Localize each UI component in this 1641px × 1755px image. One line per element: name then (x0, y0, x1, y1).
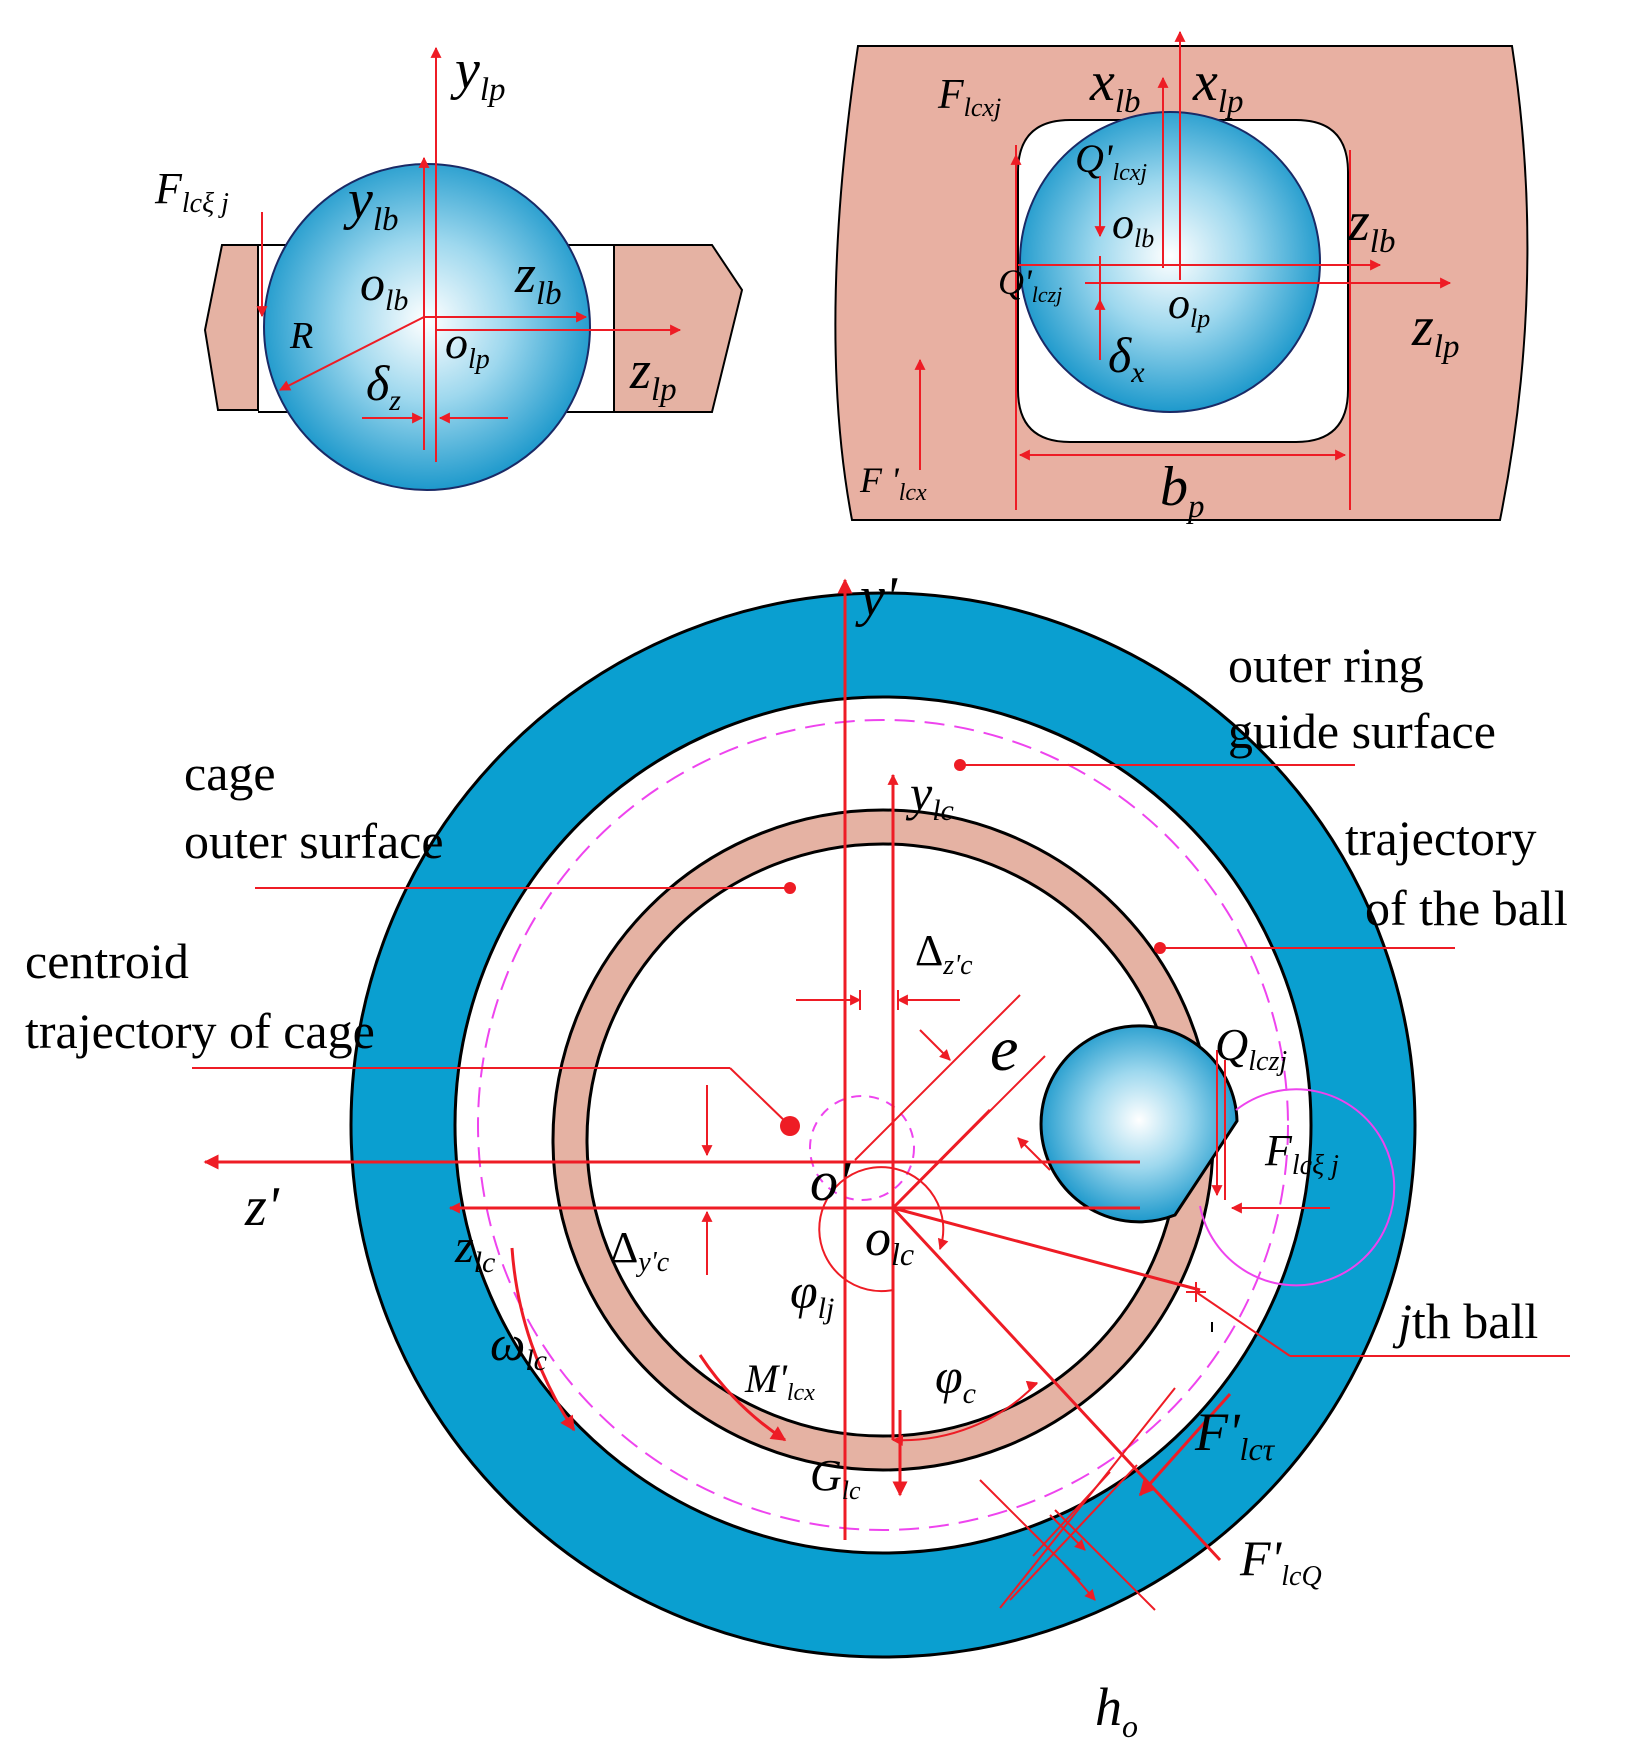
panel-ball-in-pocket-top-view: xlb xlp Flcxj Q'lcxj olb zlb Q'lczj olp … (834, 30, 1529, 525)
label-o-prime: o' (810, 1151, 851, 1213)
label-r: R (289, 315, 313, 357)
centroid-trajectory-circle (809, 1095, 915, 1201)
label-cage-outer-surface-1: cage (184, 745, 276, 801)
label-y-lp: ylp (450, 39, 506, 108)
cage-plate (834, 45, 1529, 521)
label-y-lc: ylc (905, 765, 954, 827)
label-centroid-trajectory-1: centroid (25, 933, 189, 989)
label-phi-c: φc (935, 1348, 976, 1410)
label-z-lc: zlc (454, 1220, 495, 1279)
label-cage-outer-surface-2: outer surface (184, 813, 444, 869)
phi-lj-angle-arc (818, 1166, 949, 1293)
panel-cage-cross-section: y' outer ring guide surface cage outer s… (25, 566, 1570, 1744)
jth-ball-pocket (1199, 1088, 1396, 1287)
label-o-lp: olp (1168, 279, 1210, 333)
label-f-lcx: F 'lcx (859, 460, 927, 506)
label-f-lcxij: Flcξ j (154, 164, 229, 219)
label-o-lb: olb (1112, 199, 1154, 253)
label-h-o: ho (1095, 1677, 1138, 1744)
label-z-lb: zlb (1347, 191, 1395, 260)
label-y-prime: y' (855, 566, 898, 628)
label-delta-yc: Δy'c (610, 1223, 670, 1278)
label-phi-lj: φlj (790, 1263, 834, 1325)
cage-bar-left (203, 244, 259, 411)
label-trajectory-of-ball-2: of the ball (1365, 880, 1568, 936)
m-lcx-arc (698, 1354, 787, 1442)
cage-centroid-marker (780, 1116, 800, 1136)
ball-sphere-icon (1019, 111, 1321, 413)
label-f-lcxj: Flcxj (937, 72, 1001, 122)
label-g-lc: Glc (810, 1451, 861, 1505)
label-z-lp: zlp (629, 340, 677, 408)
panel-ball-in-pocket-side-view: ylp Flcξ j ylb olb zlb R olp zlp δz (154, 39, 744, 491)
label-o-lb: olb (360, 255, 408, 317)
label-b-p: bp (1160, 456, 1205, 525)
label-o-lc: olc (865, 1210, 914, 1272)
label-f-lcxij: Flcξ j (1264, 1126, 1339, 1181)
label-delta-zc: Δz'c (915, 926, 973, 981)
label-m-lcx: M'lcx (744, 1356, 815, 1406)
label-jth-ball: jth ball (1392, 1293, 1538, 1349)
label-x-lb: xlb (1089, 51, 1141, 120)
omega-lc-arc (510, 1247, 576, 1432)
jth-ball-sphere-icon (1039, 1024, 1239, 1224)
label-f-lctau: F'lcτ (1194, 1402, 1276, 1467)
label-trajectory-of-ball-1: trajectory (1345, 810, 1537, 866)
phi-c-angle-arc (891, 1382, 1038, 1446)
label-centroid-trajectory-2: trajectory of cage (25, 1003, 375, 1059)
label-outer-ring-guide-surface-2: guide surface (1228, 703, 1496, 759)
label-z-lp: zlp (1411, 296, 1459, 365)
label-z-lb: zlb (514, 244, 562, 312)
label-delta-x: δx (1108, 327, 1145, 389)
label-z-prime: z' (244, 1176, 280, 1238)
label-y-lb: ylb (343, 169, 399, 238)
label-delta-z: δz (366, 355, 401, 417)
label-x-lp: xlp (1192, 51, 1244, 120)
label-q-lczj: Qlczj (1215, 1019, 1287, 1077)
label-o-lp: olp (445, 317, 490, 375)
label-outer-ring-guide-surface-1: outer ring (1228, 637, 1424, 693)
label-q-lcxj: Q'lcxj (1075, 136, 1147, 186)
label-f-lcq: F'lcQ (1239, 1530, 1322, 1592)
label-e: e (990, 1013, 1018, 1084)
label-omega-lc: ωlc (490, 1315, 547, 1377)
label-q-lczj: Q'lczj (998, 262, 1062, 307)
ball-trajectory-circle (477, 719, 1289, 1531)
